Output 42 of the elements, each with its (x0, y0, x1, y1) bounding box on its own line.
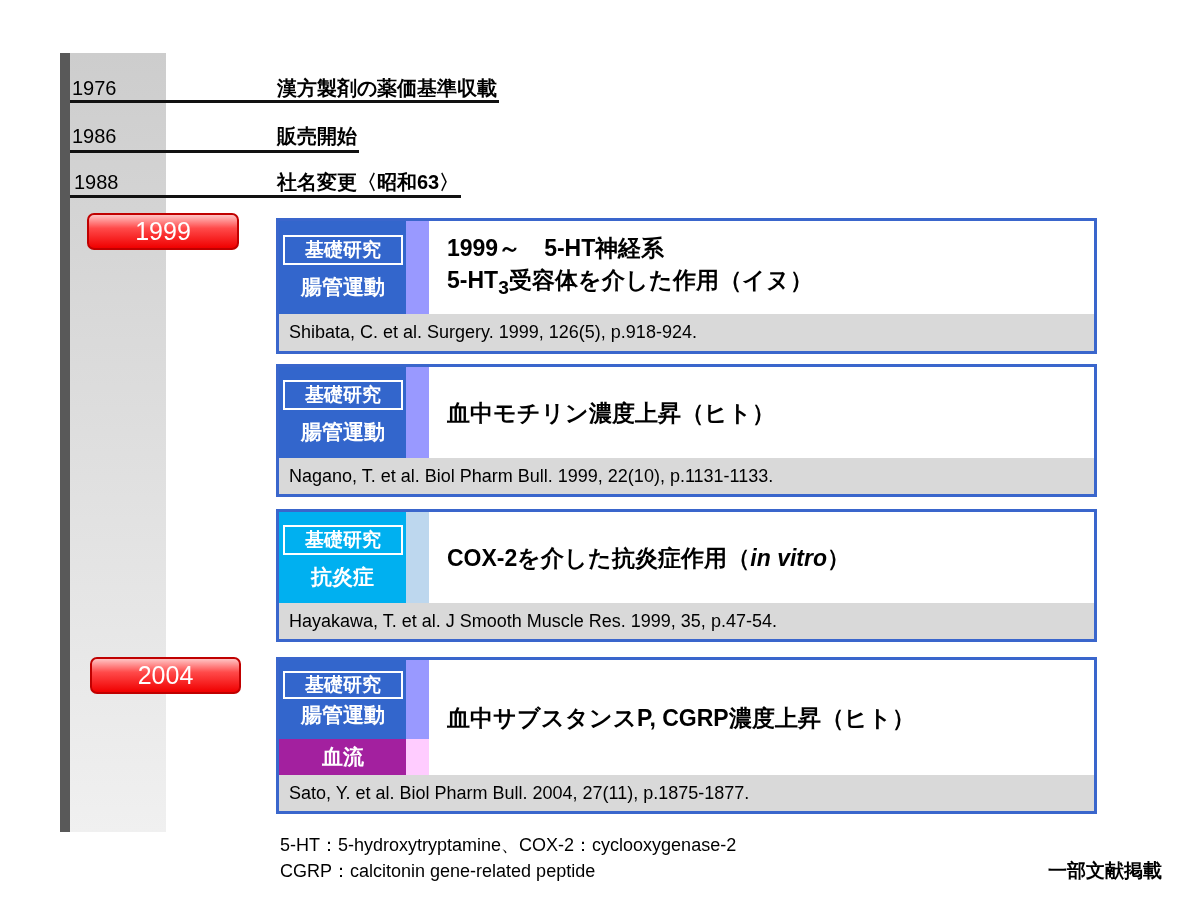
category-panel (279, 367, 406, 458)
citation-text: Nagano, T. et al. Biol Pharm Bull. 1999, 22(10), p.1131-1133. (289, 465, 774, 487)
year-label: 1986 (72, 124, 117, 148)
category-tag: 基礎研究 (282, 525, 403, 555)
category-panel (279, 660, 406, 739)
source-note: 一部文献掲載 (1048, 859, 1162, 883)
category-label: 腸管運動 (300, 419, 385, 445)
citation-band (279, 314, 1094, 351)
study-card (276, 657, 1097, 814)
abbreviation-note: 5-HT：5-hydroxytryptamine、COX-2：cyclooxygenase-2 (280, 834, 737, 857)
citation-text: Hayakawa, T. et al. J Smooth Muscle Res. 1999, 35, p.47-54. (289, 610, 777, 632)
citation-band (279, 458, 1094, 494)
category-label: 腸管運動 (300, 274, 385, 300)
finding-title: 1999～ 5-HT神経系 (447, 233, 665, 263)
citation-band (279, 775, 1094, 811)
citation-text: Sato, Y. et al. Biol Pharm Bull. 2004, 27(11), p.1875-1877. (289, 782, 750, 804)
category-panel (279, 739, 406, 775)
category-tag: 基礎研究 (282, 671, 403, 699)
category-panel (279, 221, 406, 314)
citation-band (279, 603, 1094, 639)
finding-title: 血中モチリン濃度上昇（ヒト） (447, 398, 775, 428)
category-tag: 基礎研究 (282, 380, 403, 410)
category-panel (279, 512, 406, 603)
year-badge: 2004 (90, 657, 241, 694)
finding-title: COX-2を介した抗炎症作用（in vitro） (447, 543, 850, 573)
event-label: 漢方製剤の薬価基準収載 (277, 76, 497, 100)
year-label: 1976 (72, 76, 117, 100)
finding-title: 5-HT$_{3}$受容体を介した作用（イヌ） (447, 265, 813, 300)
year-label: 1988 (74, 170, 119, 194)
category-label: 抗炎症 (311, 564, 374, 590)
year-badge: 1999 (87, 213, 239, 250)
event-label: 販売開始 (277, 124, 357, 148)
category-tag: 基礎研究 (282, 235, 403, 265)
category-label: 血流 (321, 744, 364, 770)
study-card (276, 364, 1097, 497)
citation-text: Shibata, C. et al. Surgery. 1999, 126(5), p.918-924. (289, 322, 697, 343)
study-card (276, 218, 1097, 354)
finding-title: 血中サブスタンスP, CGRP濃度上昇（ヒト） (447, 703, 915, 733)
study-card (276, 509, 1097, 642)
category-label: 腸管運動 (300, 702, 385, 728)
event-label: 社名変更〈昭和63〉 (277, 170, 460, 194)
abbreviation-note: CGRP：calcitonin gene-related peptide (280, 860, 596, 883)
